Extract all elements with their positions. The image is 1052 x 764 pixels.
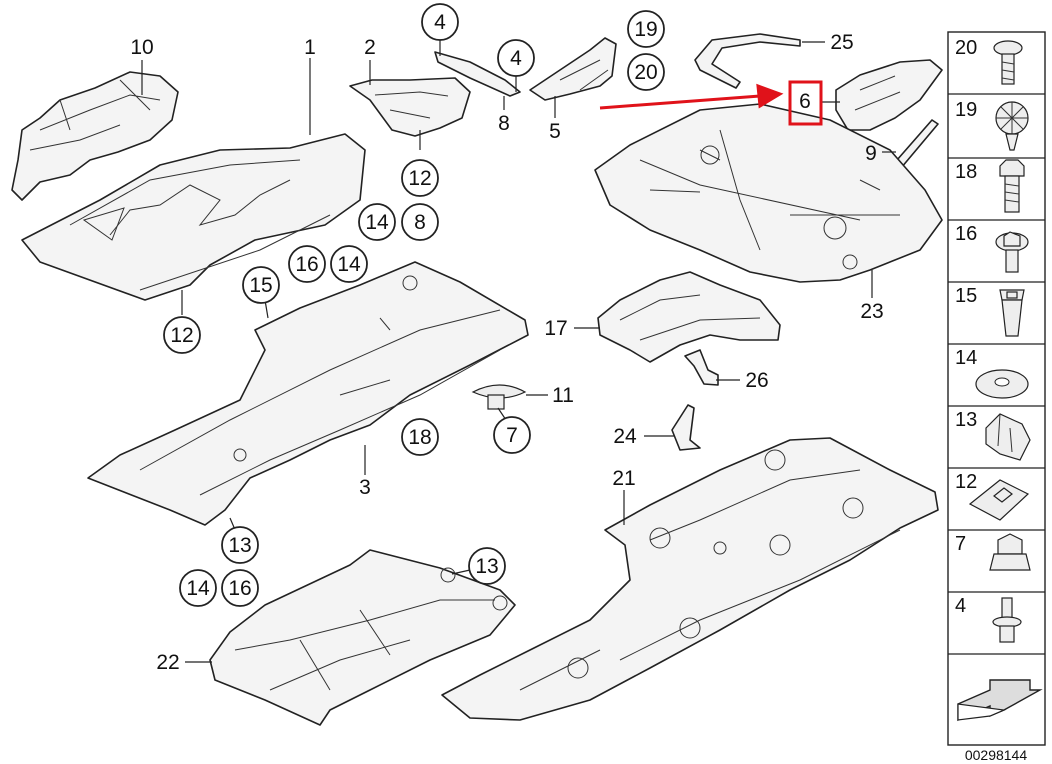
callout-26: 26 [745,369,768,392]
callout-25: 25 [830,31,853,54]
callout-23: 23 [860,300,883,323]
highlight-box [788,80,823,126]
part-22-drawing [209,549,516,726]
hex-bolt-icon [999,159,1025,213]
legend-number-7: 7 [955,533,966,555]
part-11-drawing [471,384,527,410]
part-5-drawing [529,37,617,101]
hardware-legend: 20 19 18 16 15 [947,31,1046,746]
direction-arrow-icon [957,679,1043,722]
stud-bolt-icon [992,597,1022,643]
collar-nut-icon [989,533,1031,571]
callout-16b: 16 [228,577,251,600]
expanding-nut-icon [999,289,1025,337]
callout-8b: 8 [414,211,426,234]
callout-17: 17 [544,317,567,340]
legend-number-13: 13 [955,409,977,431]
callout-15: 15 [249,274,272,297]
hex-flange-bolt-icon [995,231,1029,273]
callout-21: 21 [612,467,635,490]
clip-nut-icon [985,413,1031,461]
part-10-drawing [11,71,179,201]
part-6-drawing [835,59,943,131]
washer-icon [975,369,1029,399]
callout-22: 22 [156,651,179,674]
document-id: 00298144 [965,747,1028,763]
legend-number-18: 18 [955,161,977,183]
legend-number-19: 19 [955,99,977,121]
callout-13b: 13 [475,555,498,578]
callout-3: 3 [359,476,371,499]
highlight-marker [599,80,823,126]
legend-number-4: 4 [955,595,966,617]
flanged-bolt-icon [993,40,1023,85]
legend-number-12: 12 [955,471,977,493]
callout-16a: 16 [295,253,318,276]
callout-10: 10 [130,36,153,59]
callout-13a: 13 [228,534,251,557]
callout-4a: 4 [434,11,446,34]
arrow-head-icon [756,83,784,109]
callout-14b: 14 [337,253,361,276]
legend-number-20: 20 [955,37,977,59]
part-25-drawing [694,33,801,89]
part-1-drawing [21,133,366,301]
callout-8a: 8 [498,112,510,135]
part-23-drawing [594,103,943,283]
callout-18: 18 [408,426,431,449]
legend-number-14: 14 [955,347,977,369]
callout-14a: 14 [365,211,389,234]
callout-12b: 12 [170,324,193,347]
part-24-drawing [671,404,701,451]
part-3-drawing [87,261,529,526]
callout-2: 2 [364,36,376,59]
callout-1: 1 [304,36,316,59]
part-8-drawing [434,51,521,97]
part-26-drawing [684,349,719,386]
part-2-drawing [349,77,471,137]
part-17-drawing [597,271,781,363]
part-21-drawing [441,437,939,721]
callouts: 10 1 2 8 5 25 6 9 11 3 17 23 26 24 21 22… [130,3,884,674]
callout-20: 20 [634,61,657,84]
legend-number-16: 16 [955,223,977,245]
spring-nut-icon [968,479,1030,521]
callout-4b: 4 [510,47,522,70]
callout-19: 19 [634,18,657,41]
callout-11: 11 [552,384,574,407]
callout-7: 7 [506,424,518,447]
callout-24: 24 [613,425,637,448]
callout-14c: 14 [186,577,210,600]
legend-number-15: 15 [955,285,977,307]
callout-12a: 12 [408,167,431,190]
callout-9: 9 [865,142,877,165]
highlight-arrow [599,94,761,110]
callout-5: 5 [549,120,561,143]
callout-6: 6 [799,90,811,113]
leader-lines [141,40,896,663]
expanding-rivet-icon [995,101,1029,151]
